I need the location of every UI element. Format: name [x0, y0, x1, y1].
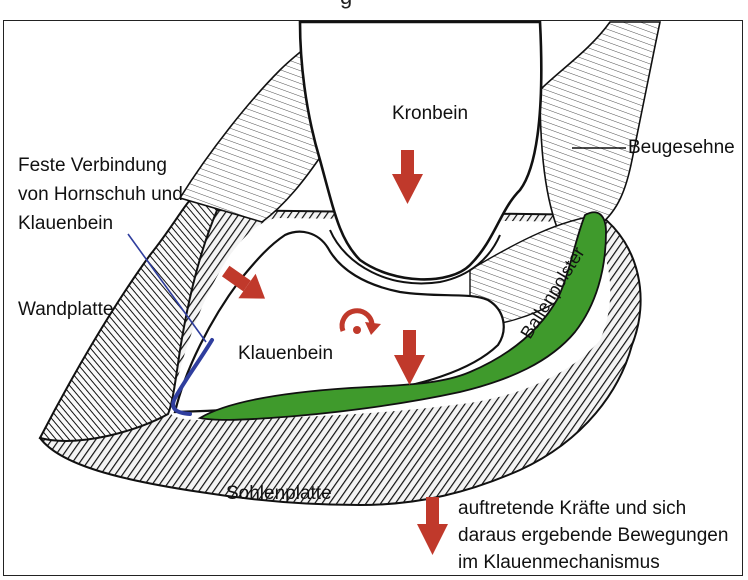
legend-line-3: im Klauenmechanismus: [458, 549, 660, 576]
legend-arrow: [417, 497, 448, 555]
legend-line-1: auftretende Kräfte und sich: [458, 495, 686, 522]
label-verbindung-3: Klauenbein: [18, 210, 113, 237]
label-beugesehne: Beugesehne: [628, 134, 735, 161]
flexor-tendon: [540, 22, 660, 235]
label-wandplatte: Wandplatte: [18, 296, 113, 323]
label-klauenbein: Klauenbein: [238, 340, 333, 367]
legend-line-2: daraus ergebende Bewegungen: [458, 522, 728, 549]
label-verbindung-2: von Hornschuh und: [18, 181, 183, 208]
label-verbindung-1: Feste Verbindung: [18, 152, 167, 179]
label-sohlenplatte: Sohlenplatte: [226, 480, 332, 507]
label-kronbein: Kronbein: [392, 100, 468, 127]
